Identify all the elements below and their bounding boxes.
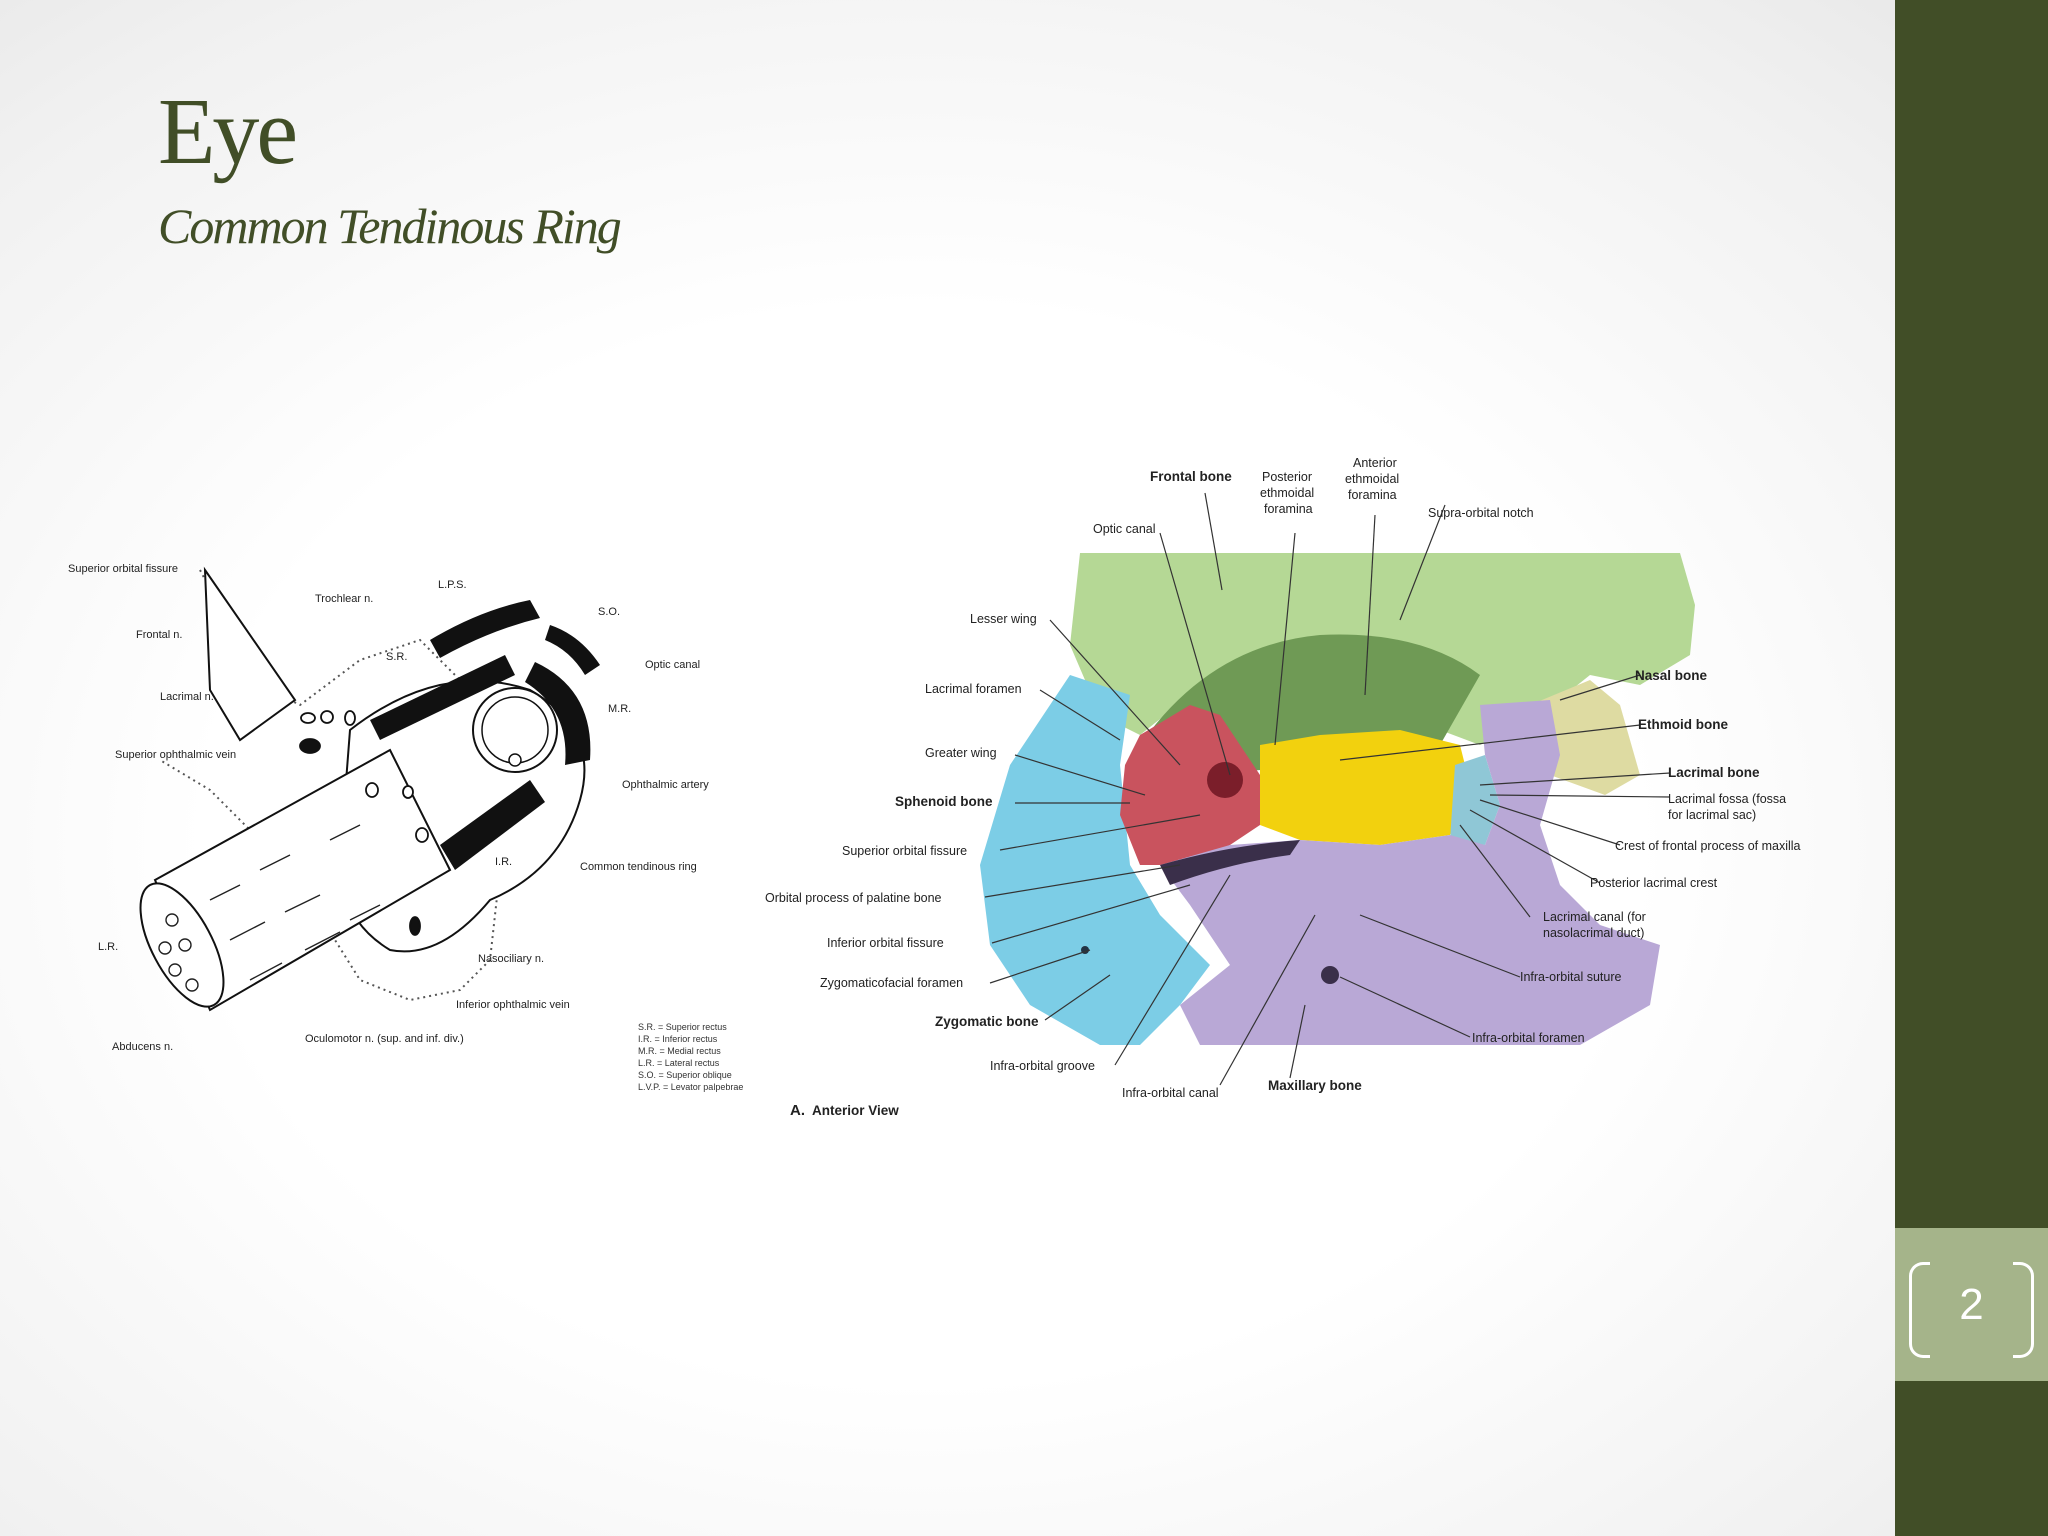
label-inf-ophthalmic-vein: Inferior ophthalmic vein (456, 999, 570, 1011)
legend-line: S.O. = Superior oblique (638, 1070, 732, 1080)
label-supra-orbital-notch: Supra-orbital notch (1428, 506, 1534, 520)
slide-title: Eye (158, 80, 298, 184)
label-frontal-n: Frontal n. (136, 629, 182, 641)
page-number: 2 (1959, 1280, 1984, 1329)
label-nasociliary: Nasociliary n. (478, 953, 544, 965)
label-so: S.O. (598, 606, 620, 618)
label-sphenoid-bone: Sphenoid bone (895, 794, 993, 809)
label-oculomotor: Oculomotor n. (sup. and inf. div.) (305, 1033, 464, 1045)
label-nasal-bone: Nasal bone (1635, 668, 1708, 683)
label-abducens: Abducens n. (112, 1041, 173, 1053)
page-number-box: 2 (1895, 1228, 2048, 1381)
label-zygomaticofacial: Zygomaticofacial foramen (820, 976, 963, 990)
abbreviation-legend: S.R. = Superior rectus I.R. = Inferior r… (638, 1022, 743, 1092)
label-posterior-ethmoidal: Posterior (1262, 470, 1312, 484)
nerve-fibres (158, 824, 381, 992)
label-common-tendinous-ring: Common tendinous ring (580, 861, 697, 873)
label-infra-orbital-groove: Infra-orbital groove (990, 1059, 1095, 1073)
maxillary-bone-region (1160, 700, 1660, 1045)
label-lacrimal-foramen: Lacrimal foramen (925, 682, 1022, 696)
inferior-orbital-fissure-gap (1160, 840, 1300, 885)
orbit-bones-diagram: Frontal bone Posterior ethmoidal foramin… (765, 456, 1801, 1119)
fissure-wedge (203, 566, 297, 742)
label-ir: I.R. (495, 856, 512, 868)
legend-line: S.R. = Superior rectus (638, 1022, 727, 1032)
nasal-bone-region (1530, 680, 1640, 795)
label-ophthalmic-artery: Ophthalmic artery (622, 779, 709, 791)
ophthalmic-artery-dot (508, 753, 522, 767)
nerve-bundle-end (139, 882, 225, 1008)
label-lacrimal-fossa: for lacrimal sac) (1668, 808, 1756, 822)
label-anterior-ethmoidal: ethmoidal (1345, 472, 1399, 486)
zygomatic-bone-region (980, 675, 1210, 1045)
label-superior-orbital-fissure: Superior orbital fissure (68, 563, 178, 575)
right-bracket-icon (2013, 1262, 2034, 1358)
label-frontal-bone: Frontal bone (1150, 469, 1232, 484)
legend-line: M.R. = Medial rectus (638, 1046, 721, 1056)
view-letter: A. (790, 1102, 805, 1119)
label-infra-orbital-foramen: Infra-orbital foramen (1472, 1031, 1585, 1045)
superior-rectus-band (370, 655, 515, 740)
label-posterior-lacrimal-crest: Posterior lacrimal crest (1590, 876, 1718, 890)
inferior-rectus-band (440, 780, 545, 870)
label-infra-orbital-canal: Infra-orbital canal (1122, 1086, 1219, 1100)
label-lr: L.R. (98, 941, 118, 953)
ethmoid-bone-region (1260, 730, 1470, 845)
label-orbital-process: Orbital process of palatine bone (765, 891, 942, 905)
legend-line: I.R. = Inferior rectus (638, 1034, 718, 1044)
label-lacrimal-canal: Lacrimal canal (for (1543, 910, 1646, 924)
label-lacrimal-fossa: Lacrimal fossa (fossa (1668, 792, 1786, 806)
slide-subtitle: Common Tendinous Ring (158, 198, 622, 254)
superior-orbital-fissure-outline (159, 569, 502, 1002)
label-anterior-ethmoidal: foramina (1348, 488, 1397, 502)
label-sr: S.R. (386, 651, 407, 663)
view-name: Anterior View (812, 1103, 899, 1118)
label-infra-orbital-suture: Infra-orbital suture (1520, 970, 1621, 984)
label-superior-orbital-fissure: Superior orbital fissure (842, 844, 967, 858)
label-lesser-wing: Lesser wing (970, 612, 1037, 626)
optic-canal-inner (481, 696, 549, 764)
legend-line: L.V.P. = Levator palpebrae (638, 1082, 743, 1092)
label-maxillary-bone: Maxillary bone (1268, 1078, 1362, 1093)
label-posterior-ethmoidal: foramina (1264, 502, 1313, 516)
label-greater-wing: Greater wing (925, 746, 997, 760)
label-lps: L.P.S. (438, 579, 467, 591)
label-inferior-orbital-fissure: Inferior orbital fissure (827, 936, 944, 950)
label-lacrimal-bone: Lacrimal bone (1668, 765, 1760, 780)
label-trochlear: Trochlear n. (315, 593, 373, 605)
label-posterior-ethmoidal: ethmoidal (1260, 486, 1314, 500)
sphenoid-bone-region (1120, 705, 1260, 865)
small-nerve-ovals (299, 710, 429, 936)
label-sup-ophthalmic-vein: Superior ophthalmic vein (115, 749, 236, 761)
leader-lines (984, 492, 1671, 1086)
legend-line: L.R. = Lateral rectus (638, 1058, 720, 1068)
tendinous-ring-diagram: Superior orbital fissure Trochlear n. L.… (68, 563, 743, 1092)
label-crest-frontal: Crest of frontal process of maxilla (1615, 839, 1801, 853)
label-optic-canal: Optic canal (645, 659, 700, 671)
label-lacrimal-n: Lacrimal n. (160, 691, 214, 703)
label-ethmoid-bone: Ethmoid bone (1638, 717, 1728, 732)
superior-oblique-band (545, 625, 600, 675)
medial-rectus-band (525, 662, 591, 765)
left-bracket-icon (1909, 1262, 1930, 1358)
label-mr: M.R. (608, 703, 631, 715)
infra-orbital-foramen-hole (1321, 966, 1339, 984)
lacrimal-bone-region (1450, 755, 1500, 845)
optic-canal-hole (1207, 762, 1243, 798)
label-zygomatic-bone: Zygomatic bone (935, 1014, 1039, 1029)
label-lacrimal-canal: nasolacrimal duct) (1543, 926, 1644, 940)
label-anterior-ethmoidal: Anterior (1353, 456, 1397, 470)
lps-band (430, 600, 540, 658)
label-optic-canal: Optic canal (1093, 522, 1156, 536)
